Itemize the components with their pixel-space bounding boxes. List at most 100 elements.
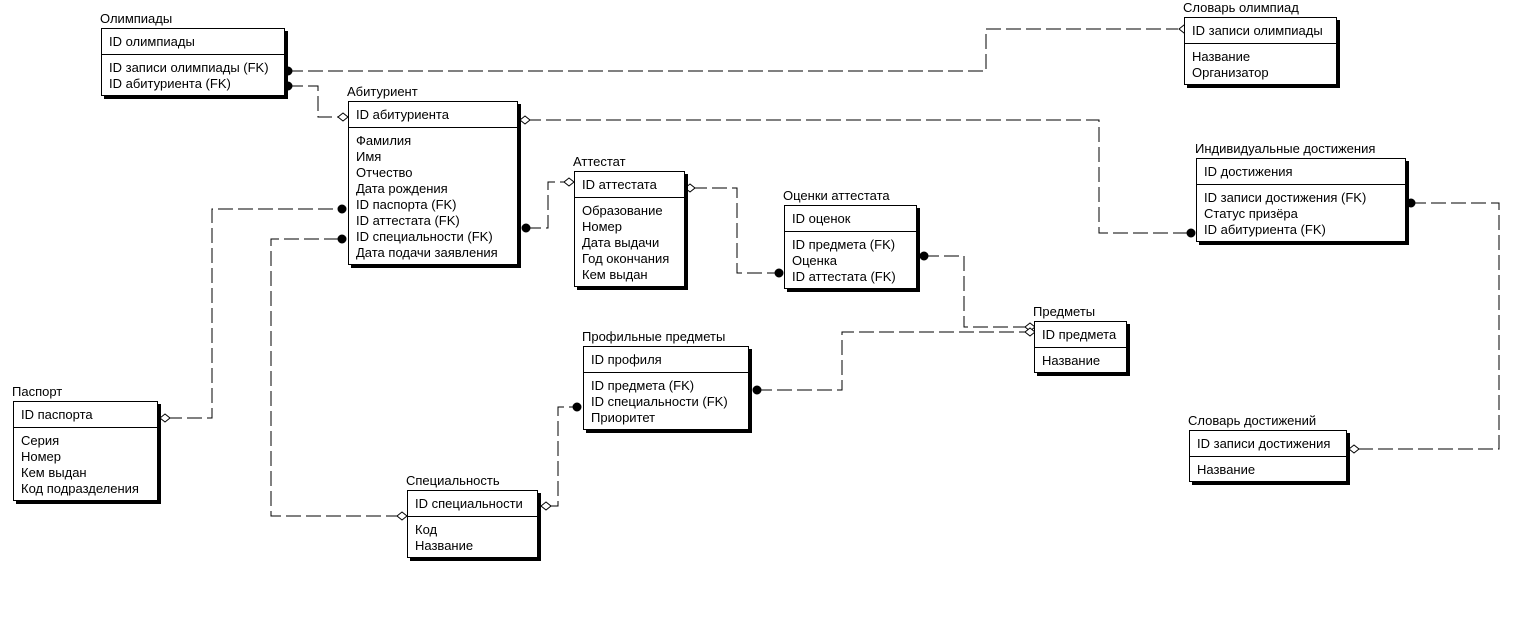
attribute: Номер xyxy=(21,449,62,464)
pk-field: ID предмета xyxy=(1042,327,1117,342)
fk-dot xyxy=(337,234,347,244)
primary-key-section: ID записи достижения xyxy=(1190,431,1346,457)
attribute: ID специальности (FK) xyxy=(356,229,493,244)
entity-achievement-dictionary[interactable]: Словарь достижений ID записи достижения … xyxy=(1188,413,1347,482)
attribute: ID специальности (FK) xyxy=(591,394,728,409)
attribute: Серия xyxy=(21,433,60,448)
attribute: Оценка xyxy=(792,253,838,268)
fk-dot xyxy=(283,81,293,91)
entity-title: Предметы xyxy=(1033,304,1096,319)
attributes-section: Название xyxy=(1035,348,1126,372)
entity-box: ID профиля ID предмета (FK) ID специальн… xyxy=(583,346,749,430)
entity-applicant[interactable]: Абитуриент ID абитуриента Фамилия Имя От… xyxy=(347,84,518,265)
primary-key-section: ID паспорта xyxy=(14,402,157,428)
entity-title: Олимпиады xyxy=(100,11,173,26)
entity-olympiad-dictionary[interactable]: Словарь олимпиад ID записи олимпиады Наз… xyxy=(1183,0,1337,85)
attribute: Год окончания xyxy=(582,251,670,266)
rel-passport-applicant xyxy=(167,208,342,419)
attributes-section: Название xyxy=(1190,457,1346,481)
entity-passport[interactable]: Паспорт ID паспорта Серия Номер Кем выда… xyxy=(12,384,158,501)
attribute: ID паспорта (FK) xyxy=(356,197,457,212)
entity-olympiads[interactable]: Олимпиады ID олимпиады ID записи олимпиа… xyxy=(100,11,285,96)
primary-key-section: ID абитуриента xyxy=(349,102,517,128)
primary-key-section: ID записи олимпиады xyxy=(1185,18,1336,44)
entity-title: Словарь олимпиад xyxy=(1183,0,1299,15)
pk-diamond xyxy=(519,115,531,125)
entity-box: ID специальности Код Название xyxy=(407,490,538,558)
rel-olympiad-dict-olympiads xyxy=(288,28,1178,72)
rel-subjects-profile xyxy=(757,331,1028,391)
entity-box: ID записи олимпиады Название Организатор xyxy=(1184,17,1337,85)
attributes-section: Образование Номер Дата выдачи Год оконча… xyxy=(575,198,684,286)
fk-dot xyxy=(572,402,582,412)
primary-key-section: ID достижения xyxy=(1197,159,1405,185)
attribute: Дата выдачи xyxy=(582,235,660,250)
attributes-section: Фамилия Имя Отчество Дата рождения ID па… xyxy=(349,128,517,264)
rel-certificate-applicant xyxy=(526,181,568,229)
pk-field: ID специальности xyxy=(415,496,523,511)
primary-key-section: ID олимпиады xyxy=(102,29,284,55)
pk-diamond xyxy=(1348,444,1360,454)
entity-title: Абитуриент xyxy=(347,84,418,99)
primary-key-section: ID предмета xyxy=(1035,322,1126,348)
entity-title: Паспорт xyxy=(12,384,63,399)
attribute: Кем выдан xyxy=(21,465,87,480)
attribute: ID абитуриента (FK) xyxy=(109,76,231,91)
entity-subjects[interactable]: Предметы ID предмета Название xyxy=(1033,304,1127,373)
attribute: ID записи достижения (FK) xyxy=(1204,190,1367,205)
entity-title: Индивидуальные достижения xyxy=(1195,141,1376,156)
fk-dot xyxy=(1406,198,1416,208)
attribute: Название xyxy=(415,538,474,553)
entity-title: Словарь достижений xyxy=(1188,413,1317,428)
attribute: ID аттестата (FK) xyxy=(792,269,896,284)
entity-box: ID оценок ID предмета (FK) Оценка ID атт… xyxy=(784,205,917,289)
attribute: Код xyxy=(415,522,438,537)
attribute: Название xyxy=(1192,49,1251,64)
attribute: Код подразделения xyxy=(21,481,139,496)
attributes-section: ID предмета (FK) ID специальности (FK) П… xyxy=(584,373,748,429)
attribute: Кем выдан xyxy=(582,267,648,282)
attributes-section: ID предмета (FK) Оценка ID аттестата (FK… xyxy=(785,232,916,288)
attributes-section: ID записи олимпиады (FK) ID абитуриента … xyxy=(102,55,284,95)
attribute: Фамилия xyxy=(356,133,412,148)
fk-dot xyxy=(521,223,531,233)
primary-key-section: ID специальности xyxy=(408,491,537,517)
primary-key-section: ID оценок xyxy=(785,206,916,232)
primary-key-section: ID аттестата xyxy=(575,172,684,198)
entity-box: ID записи достижения Название xyxy=(1189,430,1347,482)
entity-certificate-grades[interactable]: Оценки аттестата ID оценок ID предмета (… xyxy=(783,188,917,289)
rel-specialty-profile xyxy=(548,406,577,507)
entity-specialty[interactable]: Специальность ID специальности Код Назва… xyxy=(406,473,538,558)
pk-field: ID абитуриента xyxy=(356,107,449,122)
attribute: Статус призёра xyxy=(1204,206,1298,221)
attribute: ID предмета (FK) xyxy=(792,237,896,252)
attribute: Название xyxy=(1042,353,1101,368)
entity-title: Профильные предметы xyxy=(582,329,726,344)
pk-field: ID профиля xyxy=(591,352,662,367)
pk-field: ID записи олимпиады xyxy=(1192,23,1323,38)
fk-dot xyxy=(283,66,293,76)
pk-diamond xyxy=(540,501,552,511)
rel-subjects-grades xyxy=(924,255,1028,328)
pk-field: ID паспорта xyxy=(21,407,93,422)
fk-dot xyxy=(919,251,929,261)
entity-individual-achievements[interactable]: Индивидуальные достижения ID достижения … xyxy=(1195,141,1406,242)
attribute: ID абитуриента (FK) xyxy=(1204,222,1326,237)
pk-field: ID достижения xyxy=(1204,164,1293,179)
entity-box: ID предмета Название xyxy=(1034,321,1127,373)
pk-field: ID олимпиады xyxy=(109,34,195,49)
fk-dot xyxy=(337,204,347,214)
entity-box: ID олимпиады ID записи олимпиады (FK) ID… xyxy=(101,28,285,96)
attribute: Приоритет xyxy=(591,410,656,425)
attribute: Отчество xyxy=(356,165,413,180)
attribute: ID записи олимпиады (FK) xyxy=(109,60,269,75)
attributes-section: ID записи достижения (FK) Статус призёра… xyxy=(1197,185,1405,241)
fk-dot xyxy=(752,385,762,395)
entity-certificate[interactable]: Аттестат ID аттестата Образование Номер … xyxy=(573,154,685,287)
attributes-section: Название Организатор xyxy=(1185,44,1336,84)
entity-profile-subjects[interactable]: Профильные предметы ID профиля ID предме… xyxy=(582,329,749,430)
entity-box: ID паспорта Серия Номер Кем выдан Код по… xyxy=(13,401,158,501)
entity-title: Аттестат xyxy=(573,154,626,169)
fk-dot xyxy=(774,268,784,278)
attributes-section: Код Название xyxy=(408,517,537,557)
